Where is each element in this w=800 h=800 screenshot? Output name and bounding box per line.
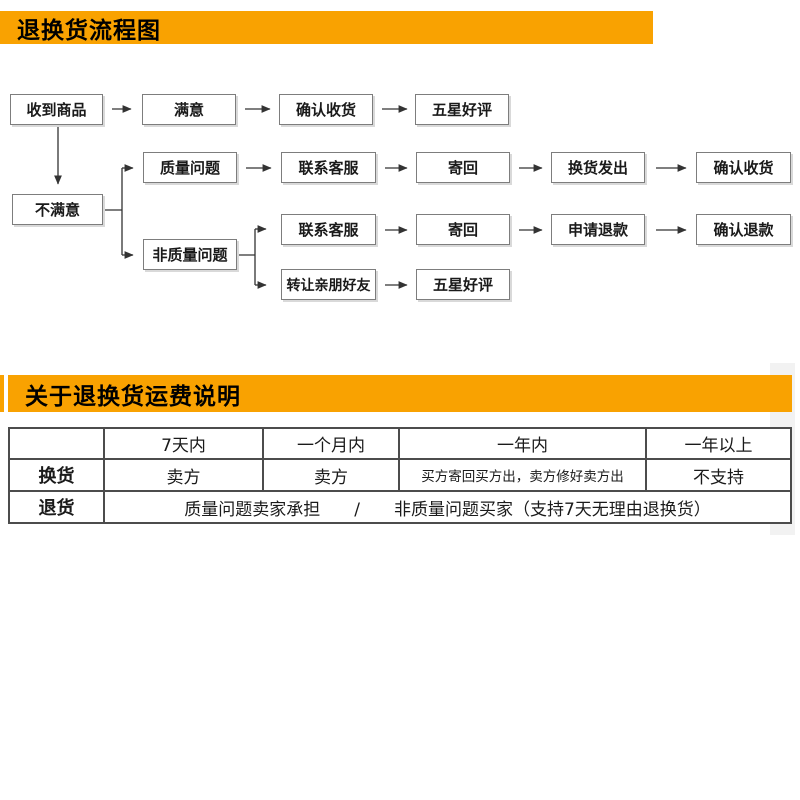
flow-box-non-quality-issue: 非质量问题 [143,239,237,270]
flow-section-banner: 退换货流程图 [0,11,653,44]
fee-row-exchange-label: 换货 [8,458,105,492]
flow-box-confirm-refund: 确认退款 [696,214,791,245]
flow-box-send-back-2: 寄回 [416,214,510,245]
flow-box-apply-refund: 申请退款 [551,214,645,245]
fee-return-policy: 质量问题卖家承担 / 非质量问题买家（支持7天无理由退换货） [103,490,792,524]
flow-box-five-star-1: 五星好评 [415,94,509,125]
flow-section-title: 退换货流程图 [17,17,161,44]
fee-table-header-row: 7天内 一个月内 一年内 一年以上 [8,427,792,460]
flow-box-confirm-receipt-1: 确认收货 [279,94,373,125]
flow-box-transfer-friends: 转让亲朋好友 [281,269,376,300]
fee-exchange-over1year: 不支持 [645,458,792,492]
fee-exchange-1month: 卖方 [262,458,400,492]
flow-box-unsatisfied: 不满意 [12,194,103,225]
fee-row-return: 退货 质量问题卖家承担 / 非质量问题买家（支持7天无理由退换货） [8,490,792,524]
fee-row-exchange: 换货 卖方 卖方 买方寄回买方出，卖方修好卖方出 不支持 [8,458,792,492]
fee-section-title: 关于退换货运费说明 [25,383,241,410]
flow-box-satisfied: 满意 [142,94,236,125]
fee-header-1month: 一个月内 [262,427,400,460]
flow-box-exchange-shipped: 换货发出 [551,152,645,183]
fee-exchange-1year: 买方寄回买方出，卖方修好卖方出 [398,458,647,492]
fee-header-7days: 7天内 [103,427,264,460]
flow-box-contact-cs-2: 联系客服 [281,214,376,245]
fee-row-return-label: 退货 [8,490,105,524]
fee-table: 7天内 一个月内 一年内 一年以上 换货 卖方 卖方 买方寄回买方出，卖方修好卖… [8,427,792,524]
flow-box-received-goods: 收到商品 [10,94,103,125]
fee-header-blank [8,427,105,460]
flow-box-five-star-2: 五星好评 [416,269,510,300]
fee-exchange-7days: 卖方 [103,458,264,492]
flow-box-confirm-receipt-2: 确认收货 [696,152,791,183]
flow-box-send-back-1: 寄回 [416,152,510,183]
flow-box-contact-cs-1: 联系客服 [281,152,376,183]
fee-header-1year: 一年内 [398,427,647,460]
fee-header-over1year: 一年以上 [645,427,792,460]
fee-section-banner: 关于退换货运费说明 [8,375,792,412]
fee-banner-accent-bar [0,375,4,412]
flow-box-quality-issue: 质量问题 [143,152,237,183]
flow-connectors [54,105,687,289]
